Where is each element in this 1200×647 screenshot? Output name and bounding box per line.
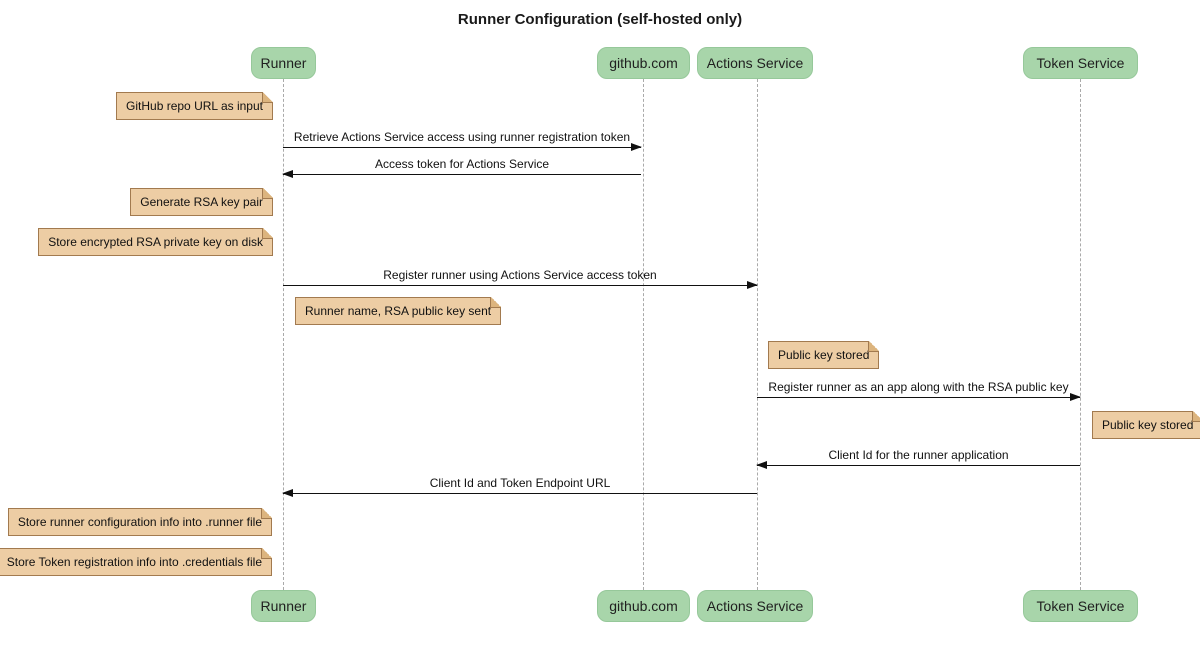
note-repo-url: GitHub repo URL as input bbox=[116, 92, 273, 120]
note-text: Store runner configuration info into .ru… bbox=[17, 515, 262, 529]
note-fold-icon bbox=[262, 188, 273, 199]
arrowhead-right-icon bbox=[747, 281, 758, 289]
participant-github-bottom: github.com bbox=[597, 590, 690, 622]
note-text: Store Token registration info into .cred… bbox=[6, 555, 262, 569]
diagram-title: Runner Configuration (self-hosted only) bbox=[457, 11, 743, 28]
arrow-line bbox=[283, 174, 641, 175]
participant-token-service-top: Token Service bbox=[1023, 47, 1138, 79]
note-runner-name-sent: Runner name, RSA public key sent bbox=[295, 297, 502, 325]
message-label: Register runner as an app along with the… bbox=[768, 380, 1069, 394]
arrow-line bbox=[283, 493, 757, 494]
note-text: Runner name, RSA public key sent bbox=[305, 304, 492, 318]
arrowhead-right-icon bbox=[631, 143, 642, 151]
participant-runner-top: Runner bbox=[251, 47, 316, 79]
arrow-line bbox=[283, 147, 641, 148]
participant-actions-service-top: Actions Service bbox=[697, 47, 813, 79]
message-label: Retrieve Actions Service access using ru… bbox=[293, 130, 631, 144]
message-label: Client Id for the runner application bbox=[828, 448, 1009, 462]
message-label: Register runner using Actions Service ac… bbox=[383, 268, 657, 282]
note-store-private-key: Store encrypted RSA private key on disk bbox=[38, 228, 273, 256]
note-text: Store encrypted RSA private key on disk bbox=[48, 235, 263, 249]
arrowhead-right-icon bbox=[1070, 393, 1081, 401]
message-label: Client Id and Token Endpoint URL bbox=[429, 476, 611, 490]
note-generate-rsa: Generate RSA key pair bbox=[130, 188, 273, 216]
note-fold-icon bbox=[262, 92, 273, 103]
participant-token-service-bottom: Token Service bbox=[1023, 590, 1138, 622]
lifeline-github bbox=[643, 79, 644, 590]
participant-runner-bottom: Runner bbox=[251, 590, 316, 622]
note-fold-icon bbox=[262, 228, 273, 239]
lifeline-runner bbox=[283, 79, 284, 590]
participant-github-top: github.com bbox=[597, 47, 690, 79]
note-text: GitHub repo URL as input bbox=[126, 99, 263, 113]
note-store-runner-file: Store runner configuration info into .ru… bbox=[7, 508, 272, 536]
arrowhead-left-icon bbox=[756, 461, 767, 469]
note-public-key-stored-token: Public key stored bbox=[1092, 411, 1200, 439]
arrow-line bbox=[757, 397, 1080, 398]
lifeline-token-service bbox=[1080, 79, 1081, 590]
note-fold-icon bbox=[261, 548, 272, 559]
note-text: Generate RSA key pair bbox=[140, 195, 263, 209]
note-text: Public key stored bbox=[778, 348, 870, 362]
note-store-credentials-file: Store Token registration info into .cred… bbox=[0, 548, 272, 576]
message-label: Access token for Actions Service bbox=[374, 157, 550, 171]
arrowhead-left-icon bbox=[282, 170, 293, 178]
lifeline-actions-service bbox=[757, 79, 758, 590]
arrow-line bbox=[283, 285, 757, 286]
note-fold-icon bbox=[868, 341, 880, 352]
note-text: Public key stored bbox=[1102, 418, 1194, 432]
note-fold-icon bbox=[1192, 411, 1200, 422]
participant-actions-service-bottom: Actions Service bbox=[697, 590, 813, 622]
arrowhead-left-icon bbox=[282, 489, 293, 497]
note-public-key-stored-actions: Public key stored bbox=[768, 341, 880, 369]
arrow-line bbox=[757, 465, 1080, 466]
note-fold-icon bbox=[490, 297, 502, 308]
note-fold-icon bbox=[261, 508, 272, 519]
